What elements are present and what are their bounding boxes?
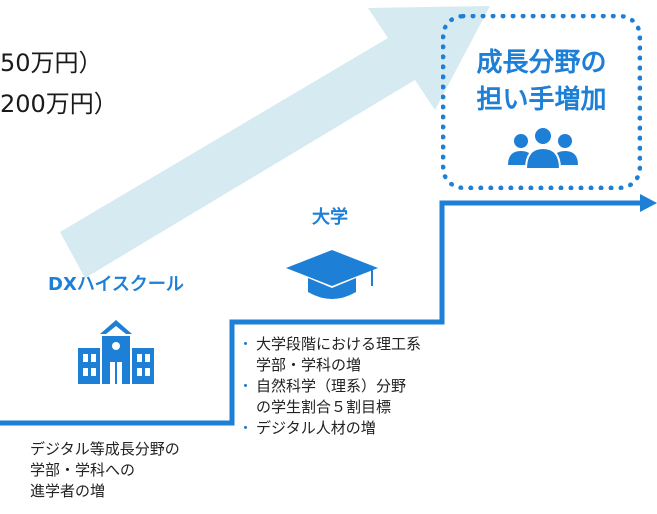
university-bullet-list: ・ 大学段階における理工系 学部・学科の増 ・ 自然科学（理系）分野 の学生割合… <box>236 334 421 439</box>
school-building-icon <box>78 320 154 384</box>
growth-background-arrow <box>60 6 490 278</box>
university-title: 大学 <box>312 207 348 228</box>
university-bullet-item: ・ デジタル人材の増 <box>236 418 421 439</box>
desc-line: 学部・学科への <box>30 461 136 479</box>
goal-box: 成長分野の 担い手増加 <box>441 14 642 190</box>
staircase-arrowhead <box>640 194 657 212</box>
clipped-text-line2: 200万円） <box>0 90 118 118</box>
desc-line: 進学者の増 <box>30 482 106 500</box>
university-bullet-item: ・ 大学段階における理工系 学部・学科の増 <box>236 334 421 376</box>
bullet-dot: ・ <box>238 335 254 353</box>
bullet-dot: ・ <box>238 377 254 395</box>
staircase-line <box>0 200 644 426</box>
bullet-dot: ・ <box>238 419 254 437</box>
dx-highschool-title: DXハイスクール <box>48 274 184 295</box>
desc-line: デジタル等成長分野の <box>30 440 180 458</box>
university-bullet-item: ・ 自然科学（理系）分野 の学生割合５割目標 <box>236 376 421 418</box>
dx-highschool-description: デジタル等成長分野の 学部・学科への 進学者の増 <box>30 439 180 502</box>
bullet-text: 自然科学（理系）分野 <box>256 377 407 395</box>
goal-title-line1: 成長分野の <box>476 48 607 78</box>
goal-title-line2: 担い手増加 <box>476 85 607 115</box>
clipped-text-line1: 50万円） <box>0 49 103 77</box>
bullet-text: の学生割合５割目標 <box>256 398 392 416</box>
graduation-cap-icon <box>286 250 378 299</box>
bullet-text: 大学段階における理工系 <box>256 335 422 353</box>
bullet-text: デジタル人材の増 <box>256 419 376 437</box>
bullet-text: 学部・学科の増 <box>256 356 362 374</box>
people-group-icon <box>508 126 578 170</box>
